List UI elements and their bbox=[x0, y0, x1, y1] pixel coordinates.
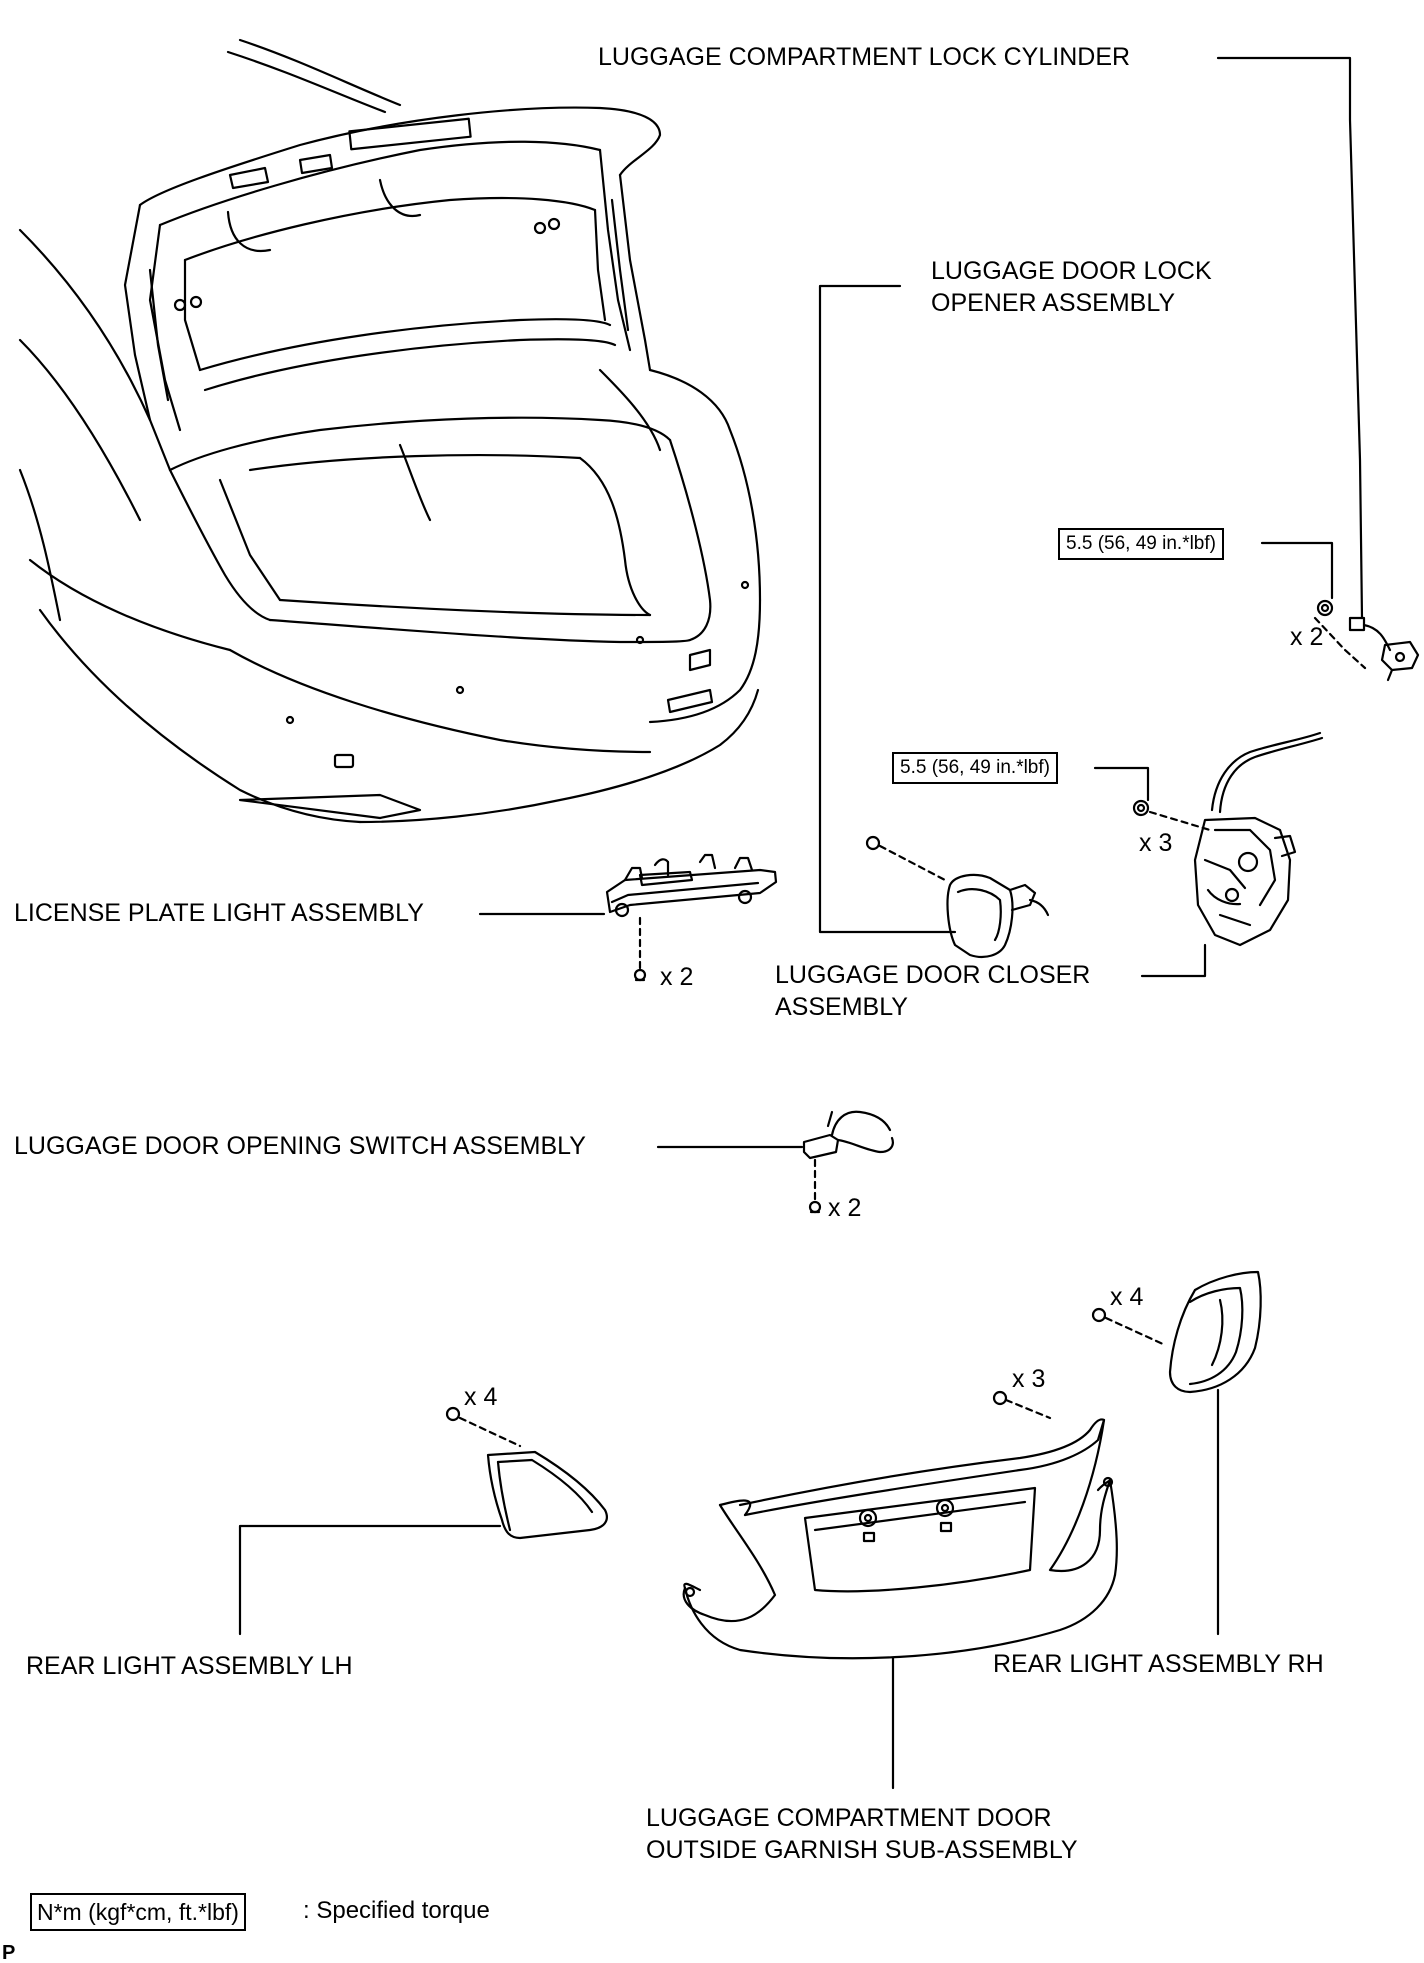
garnish-label-line1: LUGGAGE COMPARTMENT DOOR bbox=[646, 1804, 1052, 1832]
license-light-label: LICENSE PLATE LIGHT ASSEMBLY bbox=[14, 899, 424, 927]
torque-legend-box: N*m (kgf*cm, ft.*lbf) bbox=[30, 1893, 246, 1931]
garnish-part bbox=[682, 1390, 1118, 1790]
license-light-part bbox=[478, 853, 778, 982]
door-closer-torque-spec: 5.5 (56, 49 in.*lbf) bbox=[892, 752, 1058, 784]
garnish-label-line2: OUTSIDE GARNISH SUB-ASSEMBLY bbox=[646, 1836, 1078, 1864]
rear-light-rh-label: REAR LIGHT ASSEMBLY RH bbox=[993, 1650, 1324, 1678]
rear-light-rh-qty: x 4 bbox=[1110, 1283, 1144, 1311]
door-closer-part bbox=[1093, 731, 1324, 978]
lock-opener-part bbox=[818, 284, 1050, 959]
door-closer-label-line2: ASSEMBLY bbox=[775, 993, 908, 1021]
lock-cylinder-qty: x 2 bbox=[1290, 623, 1324, 651]
license-light-qty: x 2 bbox=[660, 963, 694, 991]
rear-light-rh-part bbox=[1091, 1270, 1262, 1636]
lock-opener-label-line2: OPENER ASSEMBLY bbox=[931, 289, 1176, 317]
lock-cylinder-label: LUGGAGE COMPARTMENT LOCK CYLINDER bbox=[598, 43, 1131, 71]
rear-light-lh-qty: x 4 bbox=[464, 1383, 498, 1411]
lock-cylinder-torque-spec: 5.5 (56, 49 in.*lbf) bbox=[1058, 528, 1224, 560]
opening-switch-qty: x 2 bbox=[828, 1194, 862, 1222]
door-closer-label-line1: LUGGAGE DOOR CLOSER bbox=[775, 961, 1091, 989]
corner-mark: P bbox=[2, 1942, 16, 1963]
garnish-qty: x 3 bbox=[1012, 1365, 1046, 1393]
rear-light-lh-label: REAR LIGHT ASSEMBLY LH bbox=[26, 1652, 353, 1680]
rear-light-lh-part bbox=[238, 1406, 608, 1636]
vehicle-rear-illustration bbox=[18, 38, 762, 824]
door-closer-qty: x 3 bbox=[1139, 829, 1173, 857]
lock-opener-label-line1: LUGGAGE DOOR LOCK bbox=[931, 257, 1212, 285]
opening-switch-label: LUGGAGE DOOR OPENING SWITCH ASSEMBLY bbox=[14, 1132, 586, 1160]
lock-cylinder-part bbox=[1216, 56, 1420, 682]
torque-legend-text: : Specified torque bbox=[303, 1897, 490, 1924]
opening-switch-part bbox=[656, 1110, 894, 1214]
